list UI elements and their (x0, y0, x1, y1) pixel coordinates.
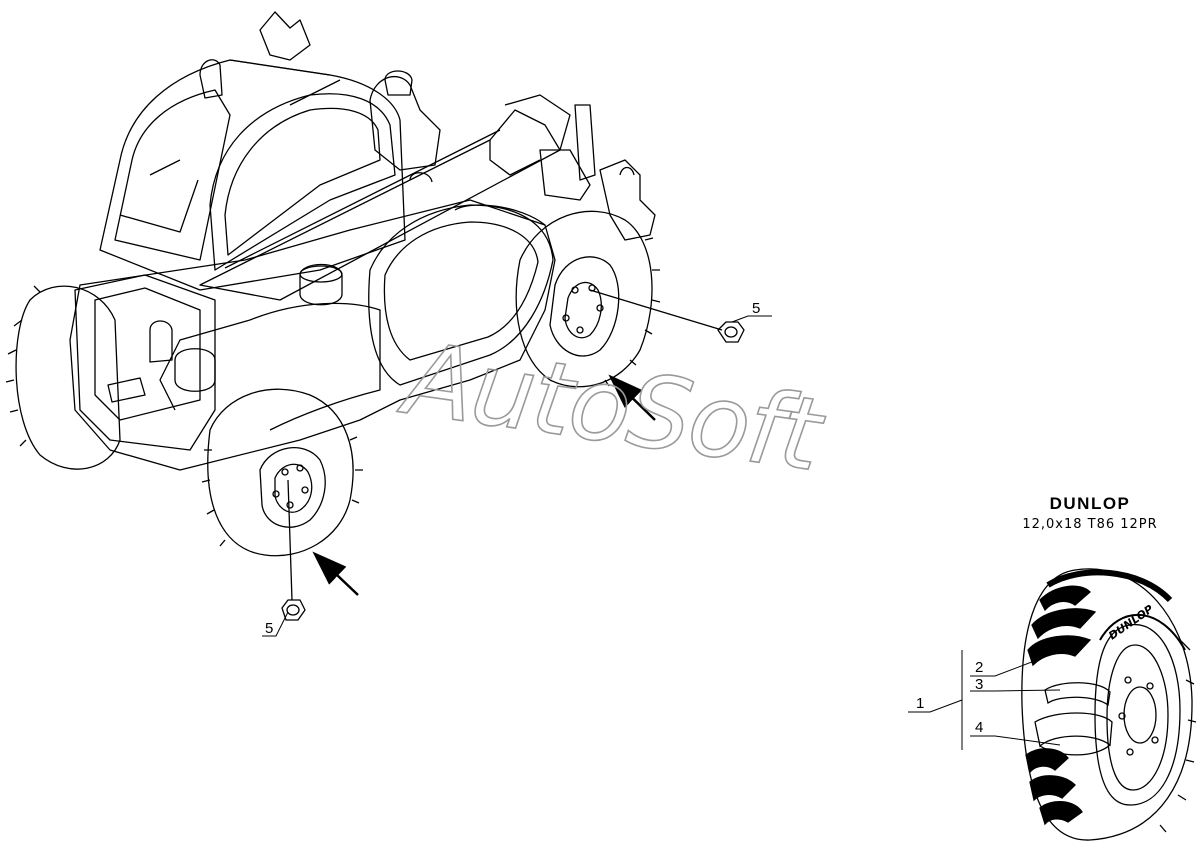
leader-line-5-lower (287, 479, 293, 601)
watermark: AutoSoft (393, 319, 832, 494)
tire-size: 12,0x18 T86 12PR (1022, 517, 1158, 532)
front-left-wheel (201, 388, 363, 557)
callout-2: 2 (975, 659, 983, 676)
inner-tube (1044, 682, 1111, 707)
rim (1094, 624, 1181, 806)
chassis (69, 199, 556, 471)
tire-outer (1021, 568, 1193, 841)
cab (99, 11, 406, 291)
callout-1: 1 (916, 695, 924, 712)
telehandler-drawing (5, 11, 745, 621)
wheel-nut-upper (717, 321, 745, 343)
callout-4: 4 (975, 719, 983, 736)
rear-left-wheel (5, 285, 121, 470)
callout-5-lower: 5 (265, 620, 273, 637)
arrow-front-left (312, 551, 359, 596)
counterweight (74, 274, 216, 451)
leader-line-5-upper (589, 289, 723, 331)
callout-5-upper: 5 (752, 300, 760, 317)
indicator-arrows (312, 374, 656, 596)
callout-3: 3 (975, 676, 983, 693)
boom (199, 94, 571, 301)
fork-carriage (599, 159, 656, 241)
front-right-wheel (515, 210, 661, 388)
arrow-front-right (608, 374, 656, 421)
wheel-nut-lower (281, 599, 306, 621)
rim-flap (1034, 712, 1113, 748)
engine-top (369, 76, 441, 171)
tire-detail: DUNLOP (1021, 568, 1197, 841)
tire-brand: DUNLOP (1049, 494, 1131, 513)
